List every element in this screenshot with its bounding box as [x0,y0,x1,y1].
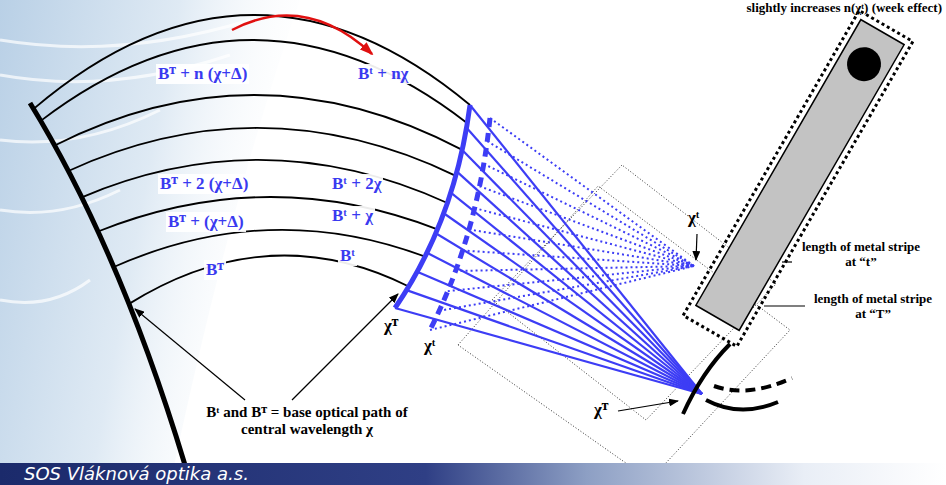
waveguide [55,95,462,150]
fan-ray [467,128,702,394]
star-coupler-fan [395,105,702,394]
waveguide [41,40,468,123]
waveguide [98,197,437,231]
path-label: Bᵗ + χ [330,206,375,226]
wavelength-label: χᵗ [424,336,435,356]
fan-ray [439,266,694,311]
fan-ray [444,213,702,394]
leader-arrow [292,294,398,400]
path-label: Bᵗ + nχ [356,64,410,84]
leader-arrow [618,401,678,411]
fan-ray [430,266,694,330]
grating-arc-t [430,118,490,330]
leader-arrow [696,234,697,260]
wavelength-label: χᵀ [384,316,398,336]
fan-ray [417,272,702,394]
wavelength-label: χᵗ [688,208,699,228]
output-waveguide [706,400,778,410]
path-label: Bᵀ + (χ+Δ) [166,212,246,232]
waveguide [68,128,455,176]
fan-ray [451,193,702,394]
leader-line [764,305,805,306]
note-text: Bᵗ and Bᵀ = base optical path of central… [182,404,432,439]
fan-ray [407,290,702,394]
note-text: slightly increases n(χᵗ) (week effect) [746,1,942,16]
fan-ray [490,118,694,266]
leader-arrow [135,309,245,400]
path-label: Bᵗ + 2χ [330,174,383,194]
fan-ray [448,266,694,291]
path-label: Bᵀ + n (χ+Δ) [156,64,249,84]
waveguide-array [34,15,470,304]
footer-brand: SOS Vláknová optika a.s. [24,463,249,485]
path-label: Bᵀ + 2 (χ+Δ) [158,174,250,194]
wavelength-label: χᵀ [594,400,608,420]
fan-ray [470,105,702,394]
shift-arrow [232,16,372,54]
grating-arc-T [395,105,470,308]
path-label: Bᵗ [338,246,357,266]
fan-ray [395,308,702,394]
path-label: Bᵀ [204,260,226,280]
fan-ray [480,186,694,266]
output-waveguide [683,344,730,414]
fan-ray [484,164,694,266]
input-slab-arc [30,103,185,465]
output-waveguide [714,378,792,391]
waveguide [129,256,409,304]
leader-line [782,261,792,262]
fan-ray [463,250,694,266]
waveguide [114,230,425,267]
fan-ray [427,253,702,394]
fan-ray [469,230,694,267]
stripe-label: length of metal stripe at “T” [808,292,938,322]
footer-band [0,463,946,485]
fiber-streaks [0,20,250,303]
stripe-label: length of metal stripe at “t” [796,240,926,270]
